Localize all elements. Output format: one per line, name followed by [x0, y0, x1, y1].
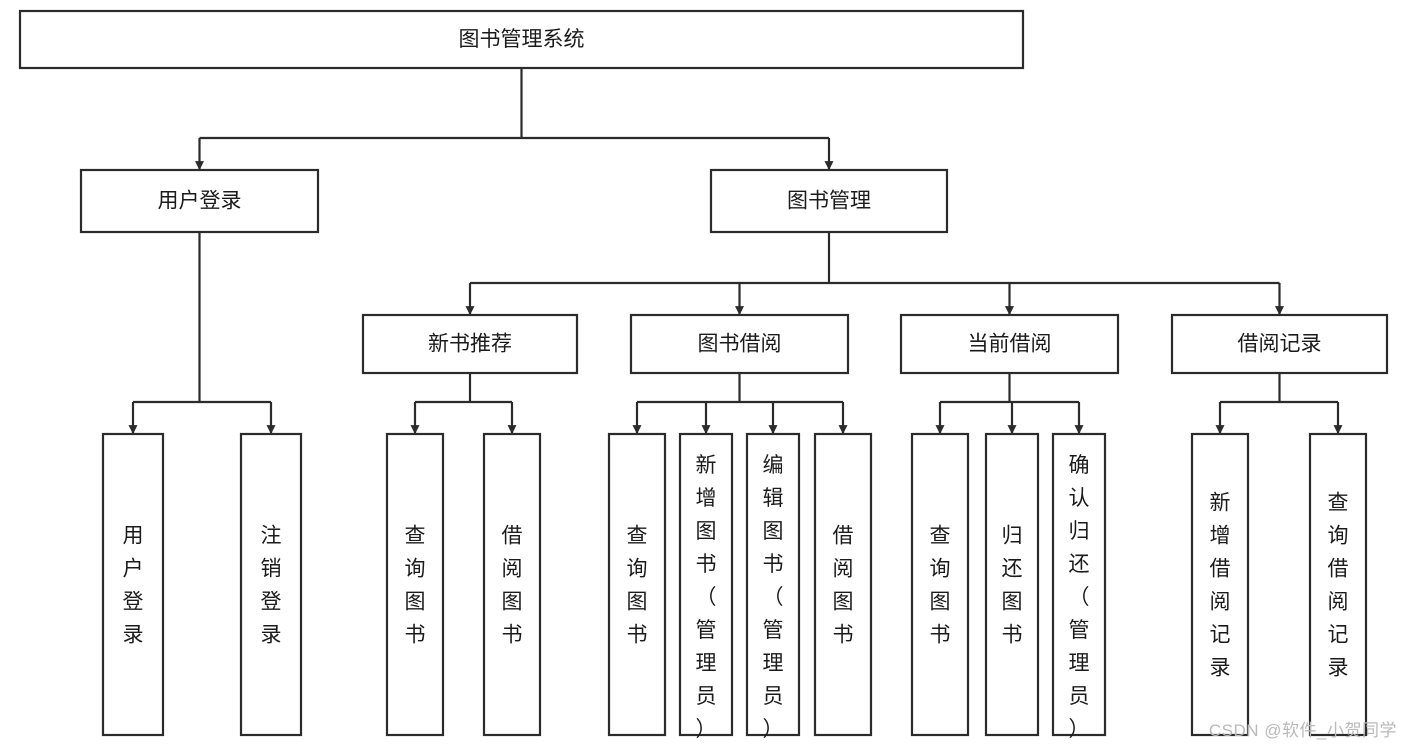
edge-layer: [128, 68, 1343, 435]
node-label-l_borrow_book_2: 借阅图书: [833, 524, 854, 646]
node-box-l_edit_book[interactable]: [745, 432, 801, 737]
node-l_query_book_2[interactable]: 查询图书: [607, 432, 667, 737]
node-label-l_borrow_book_1: 借阅图书: [502, 524, 523, 646]
node-label-l_return_book: 归还图书: [1002, 524, 1023, 646]
node-n_book_mgmt[interactable]: 图书管理: [709, 168, 949, 234]
node-l_borrow_book_1[interactable]: 借阅图书: [482, 432, 542, 737]
edge-group-n_user_login: [128, 232, 276, 435]
node-box-n_user_login[interactable]: [79, 168, 320, 234]
node-box-l_query_book_2[interactable]: [607, 432, 667, 737]
node-box-l_logout[interactable]: [239, 432, 303, 737]
node-label-l_user_login: 用户登录: [123, 524, 144, 646]
edge-group-n_records: [1215, 373, 1343, 435]
node-box-l_query_book_1[interactable]: [385, 432, 445, 737]
node-box-l_add_record[interactable]: [1190, 432, 1250, 737]
node-box-l_borrow_book_2[interactable]: [813, 432, 873, 737]
node-box-l_add_book[interactable]: [678, 432, 734, 737]
node-box-l_query_book_3[interactable]: [910, 432, 970, 737]
node-label-n_current: 当前借阅: [968, 333, 1052, 356]
node-n_user_login[interactable]: 用户登录: [79, 168, 320, 234]
node-box-n_borrow[interactable]: [629, 313, 850, 375]
node-n_borrow[interactable]: 图书借阅: [629, 313, 850, 375]
node-label-n_new_books: 新书推荐: [428, 333, 512, 356]
node-l_logout[interactable]: 注销登录: [239, 432, 303, 737]
node-l_return_book[interactable]: 归还图书: [984, 432, 1040, 737]
edge-group-root: [195, 68, 834, 171]
node-label-n_user_login: 用户登录: [158, 190, 242, 213]
edge-group-n_borrow: [632, 373, 848, 435]
node-box-root[interactable]: [18, 9, 1025, 70]
node-label-l_add_record: 新增借阅记录: [1210, 491, 1231, 679]
node-l_query_record[interactable]: 查询借阅记录: [1308, 432, 1368, 737]
node-label-l_edit_book: 编辑图书（管理员）: [763, 454, 784, 741]
edge-group-n_current: [935, 373, 1084, 435]
node-root[interactable]: 图书管理系统: [18, 9, 1025, 70]
node-label-l_add_book: 新增图书（管理员）: [696, 454, 717, 741]
node-box-l_user_login[interactable]: [101, 432, 165, 737]
node-label-l_query_record: 查询借阅记录: [1328, 491, 1349, 679]
node-n_records[interactable]: 借阅记录: [1170, 313, 1389, 375]
node-box-l_borrow_book_1[interactable]: [482, 432, 542, 737]
node-label-n_records: 借阅记录: [1238, 333, 1322, 356]
node-box-l_confirm_return[interactable]: [1051, 432, 1107, 737]
node-label-n_borrow: 图书借阅: [698, 333, 782, 356]
node-layer: 图书管理系统用户登录图书管理新书推荐图书借阅当前借阅借阅记录用户登录注销登录查询…: [18, 9, 1389, 741]
node-box-l_return_book[interactable]: [984, 432, 1040, 737]
node-l_query_book_1[interactable]: 查询图书: [385, 432, 445, 737]
node-box-n_records[interactable]: [1170, 313, 1389, 375]
node-l_confirm_return[interactable]: 确认归还（管理员）: [1051, 432, 1107, 741]
node-label-l_confirm_return: 确认归还（管理员）: [1069, 454, 1090, 741]
node-n_current[interactable]: 当前借阅: [899, 313, 1120, 375]
node-l_user_login[interactable]: 用户登录: [101, 432, 165, 737]
node-label-l_logout: 注销登录: [261, 524, 282, 646]
node-l_add_record[interactable]: 新增借阅记录: [1190, 432, 1250, 737]
node-box-n_book_mgmt[interactable]: [709, 168, 949, 234]
node-l_borrow_book_2[interactable]: 借阅图书: [813, 432, 873, 737]
node-l_edit_book[interactable]: 编辑图书（管理员）: [745, 432, 801, 741]
node-n_new_books[interactable]: 新书推荐: [361, 313, 579, 375]
node-label-root: 图书管理系统: [459, 28, 585, 51]
node-l_add_book[interactable]: 新增图书（管理员）: [678, 432, 734, 741]
node-label-l_query_book_3: 查询图书: [930, 524, 951, 646]
node-l_query_book_3[interactable]: 查询图书: [910, 432, 970, 737]
node-box-n_current[interactable]: [899, 313, 1120, 375]
node-label-l_query_book_1: 查询图书: [405, 524, 426, 646]
node-label-n_book_mgmt: 图书管理: [787, 190, 871, 213]
edge-group-n_book_mgmt: [465, 232, 1284, 316]
node-box-n_new_books[interactable]: [361, 313, 579, 375]
node-box-l_query_record[interactable]: [1308, 432, 1368, 737]
node-label-l_query_book_2: 查询图书: [627, 524, 648, 646]
edge-group-n_new_books: [410, 373, 517, 435]
